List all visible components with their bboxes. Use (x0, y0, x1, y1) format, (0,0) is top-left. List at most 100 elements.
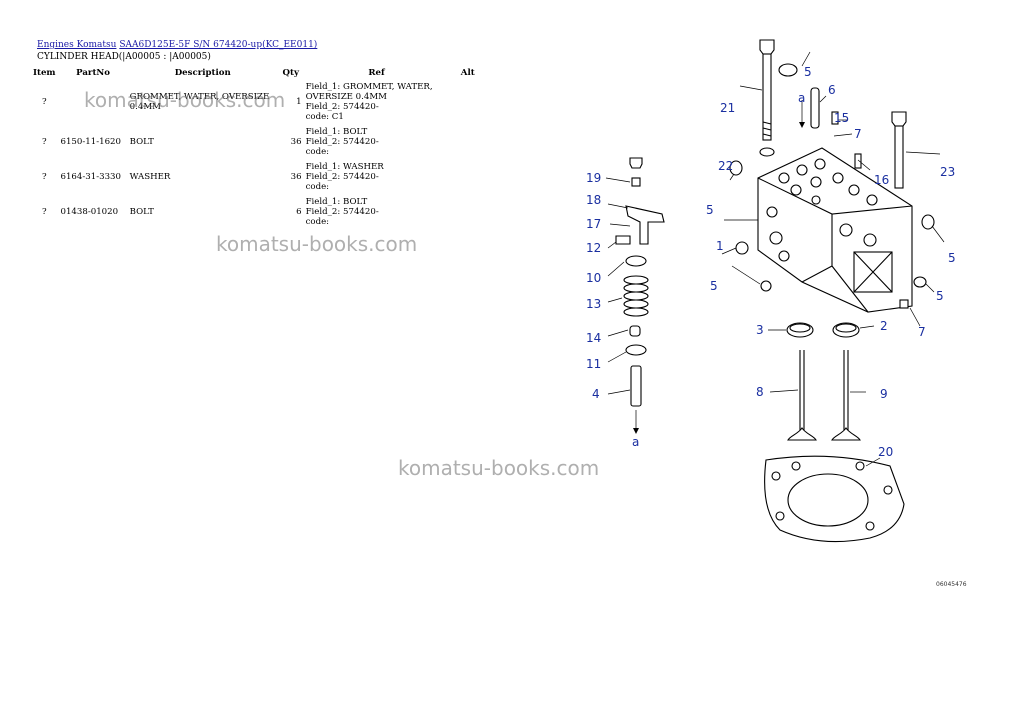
breadcrumb-link-model[interactable]: SAA6D125E-5F S/N 674420-up(KC_EE011) (119, 40, 318, 50)
table-row: ? 6164-31-3330 WASHER 36 Field_1: WASHER… (30, 160, 486, 195)
watermark: komatsu-books.com (84, 88, 286, 112)
bolt-21-drawing (759, 39, 775, 141)
callout-5-left: 5 (706, 203, 714, 217)
table-header-row: Item PartNo Description Qty Ref Alt (30, 66, 486, 80)
ref-line: code: (305, 217, 330, 227)
grommet-1-drawing (735, 241, 749, 255)
header-description: Description (174, 68, 231, 78)
head-gasket-drawing (764, 455, 905, 543)
cell-qty: 1 (296, 97, 302, 107)
cell-item: ? (41, 137, 47, 147)
header-item: Item (32, 68, 56, 78)
parts-table: Item PartNo Description Qty Ref Alt ? GR… (30, 66, 486, 230)
header-ref: Ref (368, 68, 385, 78)
sleeve-6-drawing (810, 87, 820, 129)
header-alt: Alt (460, 68, 475, 78)
callout-22: 22 (718, 159, 733, 173)
cell-partno: 01438-01020 (60, 207, 119, 217)
retainer-10-drawing (625, 255, 647, 267)
ref-line: Field_1: GROMMET, WATER, (305, 82, 433, 92)
valve-spring-13-drawing (623, 275, 649, 317)
callout-18: 18 (586, 193, 601, 207)
callout-7-right: 7 (918, 325, 926, 339)
callout-21: 21 (720, 101, 735, 115)
callout-4: 4 (592, 387, 600, 401)
callout-a-bottom: a (632, 435, 639, 449)
callout-5-lower: 5 (710, 279, 718, 293)
header-partno: PartNo (76, 68, 111, 78)
watermark: komatsu-books.com (398, 456, 600, 480)
cell-description: BOLT (129, 137, 154, 147)
callout-10: 10 (586, 271, 601, 285)
nozzle-7-drawing (899, 299, 909, 309)
ref-line: Field_1: BOLT (305, 127, 368, 137)
cell-alt (449, 80, 486, 125)
callout-19: 19 (586, 171, 601, 185)
page-subtitle: CYLINDER HEAD(|A00005 : |A00005) (37, 52, 211, 62)
cell-ref: Field_1: BOLT Field_2: 574420- code: (304, 195, 450, 230)
callout-7-top: 7 (854, 127, 862, 141)
callout-17: 17 (586, 217, 601, 231)
ref-line: OVERSIZE 0.4MM (305, 92, 387, 102)
cell-ref: Field_1: GROMMET, WATER, OVERSIZE 0.4MM … (304, 80, 450, 125)
cell-qty: 6 (296, 207, 302, 217)
seal-14-drawing (629, 325, 641, 337)
ref-line: Field_1: BOLT (305, 197, 368, 207)
cell-item: ? (41, 207, 47, 217)
cell-alt (449, 160, 486, 195)
keeper-12-drawing (615, 235, 631, 245)
callout-8: 8 (756, 385, 764, 399)
cell-description: BOLT (129, 207, 154, 217)
nut-19-drawing (629, 157, 643, 169)
callout-11: 11 (586, 357, 601, 371)
callout-5-right-lower: 5 (936, 289, 944, 303)
table-row: ? 6150-11-1620 BOLT 36 Field_1: BOLT Fie… (30, 125, 486, 160)
cell-partno: 6164-31-3330 (60, 172, 121, 182)
callout-14: 14 (586, 331, 601, 345)
ref-line: Field_2: 574420- (305, 102, 379, 112)
cell-description: WASHER (129, 172, 171, 182)
callout-5-right: 5 (948, 251, 956, 265)
ref-line: Field_2: 574420- (305, 172, 379, 182)
ref-line: Field_2: 574420- (305, 207, 379, 217)
ref-line: code: (305, 147, 330, 157)
ref-line: Field_1: WASHER (305, 162, 384, 172)
breadcrumb-link-engines[interactable]: Engines Komatsu (37, 40, 117, 50)
callout-20: 20 (878, 445, 893, 459)
callout-6: 6 (828, 83, 836, 97)
cell-alt (449, 125, 486, 160)
guide-4-drawing (630, 365, 642, 407)
callout-13: 13 (586, 297, 601, 311)
cell-description: GROMMET, WATER, OVERSIZE 0.4MM (129, 92, 270, 112)
cell-ref: Field_1: WASHER Field_2: 574420- code: (304, 160, 450, 195)
callout-2: 2 (880, 319, 888, 333)
pin-16-drawing (854, 153, 862, 169)
table-row: ? GROMMET, WATER, OVERSIZE 0.4MM 1 Field… (30, 80, 486, 125)
cell-qty: 36 (290, 172, 302, 182)
breadcrumb: Engines Komatsu SAA6D125E-5F S/N 674420-… (37, 40, 317, 50)
callout-3: 3 (756, 323, 764, 337)
cell-qty: 36 (290, 137, 302, 147)
seat-11-drawing (625, 344, 647, 356)
callout-12: 12 (586, 241, 601, 255)
table-row: ? 01438-01020 BOLT 6 Field_1: BOLT Field… (30, 195, 486, 230)
valve-9-drawing (831, 350, 861, 441)
callout-9: 9 (880, 387, 888, 401)
valve-8-drawing (787, 350, 817, 441)
cell-item: ? (41, 97, 47, 107)
callout-1: 1 (716, 239, 724, 253)
grommet-right-drawing (913, 276, 927, 288)
callout-a-top: a (798, 91, 805, 105)
screw-drawing (631, 177, 641, 187)
crosshead-17-drawing (625, 205, 665, 245)
ref-line: Field_2: 574420- (305, 137, 379, 147)
sleeve-15-drawing (831, 111, 839, 125)
ref-line: code: (305, 182, 330, 192)
callout-23: 23 (940, 165, 955, 179)
bolt-23-drawing (891, 111, 907, 189)
ref-line: code: C1 (305, 112, 344, 122)
plug-22-drawing (729, 160, 743, 176)
callout-15: 15 (834, 111, 849, 125)
grommet-lower-drawing (760, 280, 772, 292)
cell-partno: 6150-11-1620 (60, 137, 121, 147)
